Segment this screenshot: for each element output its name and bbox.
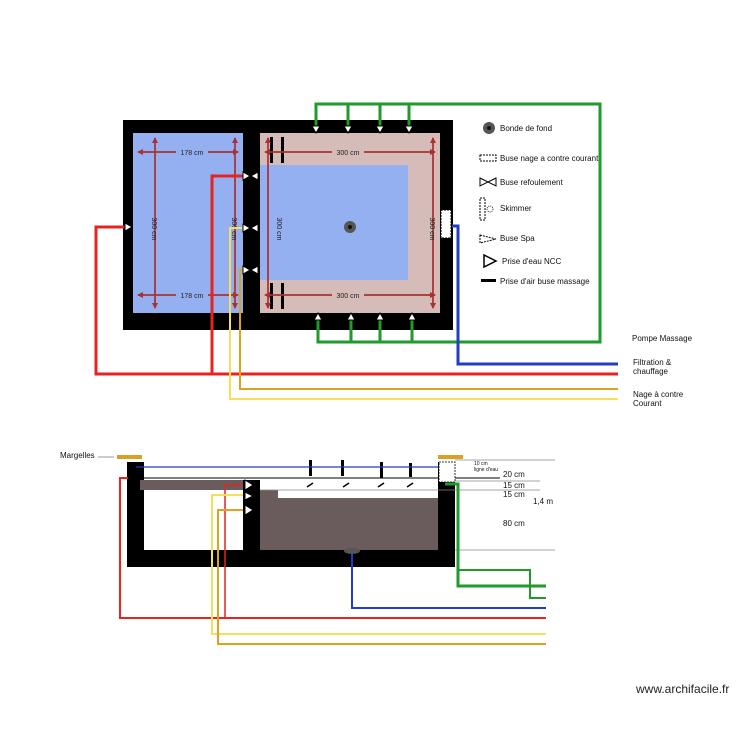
dim-right-right-height: 300 cm	[428, 218, 435, 241]
legend-prise-air: Prise d'air buse massage	[500, 277, 590, 286]
legend-buse-nage: Buse nage a contre courant	[500, 154, 599, 163]
green-pipe-section	[445, 482, 546, 588]
dim-right-bottom: 300 cm	[337, 293, 360, 300]
skimmer-icon	[440, 209, 452, 239]
left-pool-water	[133, 133, 243, 313]
prise-air-bar	[270, 283, 273, 309]
section-spa-nozzles	[306, 460, 414, 488]
prise-air-bar	[281, 137, 284, 163]
label-20cm: 20 cm	[503, 470, 525, 479]
blue-pipe-plan	[452, 224, 618, 366]
buse-refoulement-icon	[124, 171, 259, 275]
dim-right-top: 300 cm	[337, 150, 360, 157]
legend-prise-ncc: Prise d'eau NCC	[502, 257, 562, 266]
label-80cm: 80 cm	[503, 519, 525, 528]
blue-pipe-section-2	[351, 553, 546, 609]
dim-left-bottom: 178 cm	[181, 293, 204, 300]
legend-buse-refoulement: Buse refoulement	[500, 178, 563, 187]
yellow-pipe-plan	[229, 227, 618, 400]
margelle-right	[438, 455, 463, 459]
label-1-4m: 1,4 m	[533, 497, 553, 506]
red-pipe-section-2	[224, 484, 243, 618]
section-skimmer	[438, 461, 456, 483]
label-10cm: 10 cm	[474, 461, 488, 467]
label-margelles: Margelles	[60, 451, 95, 460]
margelle-left	[117, 455, 142, 459]
dim-left-top: 178 cm	[181, 150, 204, 157]
dim-mid-height: 300 cm	[230, 218, 237, 241]
section-left-water	[144, 490, 243, 550]
level-lines	[260, 459, 555, 551]
red-pipe-section	[119, 477, 546, 619]
dim-right-left-height: 300 cm	[275, 218, 282, 241]
label-15cm-a: 15 cm	[503, 481, 525, 490]
dim-left-height: 300 cm	[150, 218, 157, 241]
prise-air-bar	[281, 283, 284, 309]
legend: Bonde de fond Buse nage a contre courant…	[479, 122, 599, 286]
yellow-pipe-section	[211, 494, 546, 635]
label-filtration-1: Filtration &	[633, 358, 672, 367]
label-filtration-2: chauffage	[633, 367, 669, 376]
watermark: www.archifacile.fr	[636, 682, 730, 696]
label-nage-2: Courant	[633, 399, 662, 408]
section-left-shelf	[140, 480, 243, 490]
red-pipe-plan	[94, 174, 618, 376]
label-ligne-eau: ligne d'eau	[474, 467, 498, 473]
section-wall-right	[438, 462, 455, 567]
orange-pipe-section	[217, 509, 546, 645]
right-pool-water	[260, 165, 408, 280]
label-nage-1: Nage à contre	[633, 390, 684, 399]
section-floor	[127, 550, 455, 567]
section-right-top	[260, 481, 438, 498]
section-right-step	[260, 490, 278, 505]
label-15cm-b: 15 cm	[503, 490, 525, 499]
legend-bonde: Bonde de fond	[500, 124, 552, 133]
section-nozzle-icons	[244, 479, 255, 516]
green-pipe-section-2	[458, 569, 546, 599]
buse-spa-icon	[311, 125, 417, 321]
green-pipe-plan	[314, 102, 602, 344]
legend-buse-spa: Buse Spa	[500, 234, 535, 243]
section-wall-mid	[243, 480, 260, 567]
legend-skimmer: Skimmer	[500, 204, 532, 213]
label-pompe-massage: Pompe Massage	[632, 334, 693, 343]
prise-air-bar	[270, 137, 273, 163]
section-wall-left	[127, 462, 144, 567]
bonde-de-fond-icon	[344, 221, 356, 233]
section-right-water	[260, 498, 438, 550]
section-bonde	[344, 548, 360, 554]
